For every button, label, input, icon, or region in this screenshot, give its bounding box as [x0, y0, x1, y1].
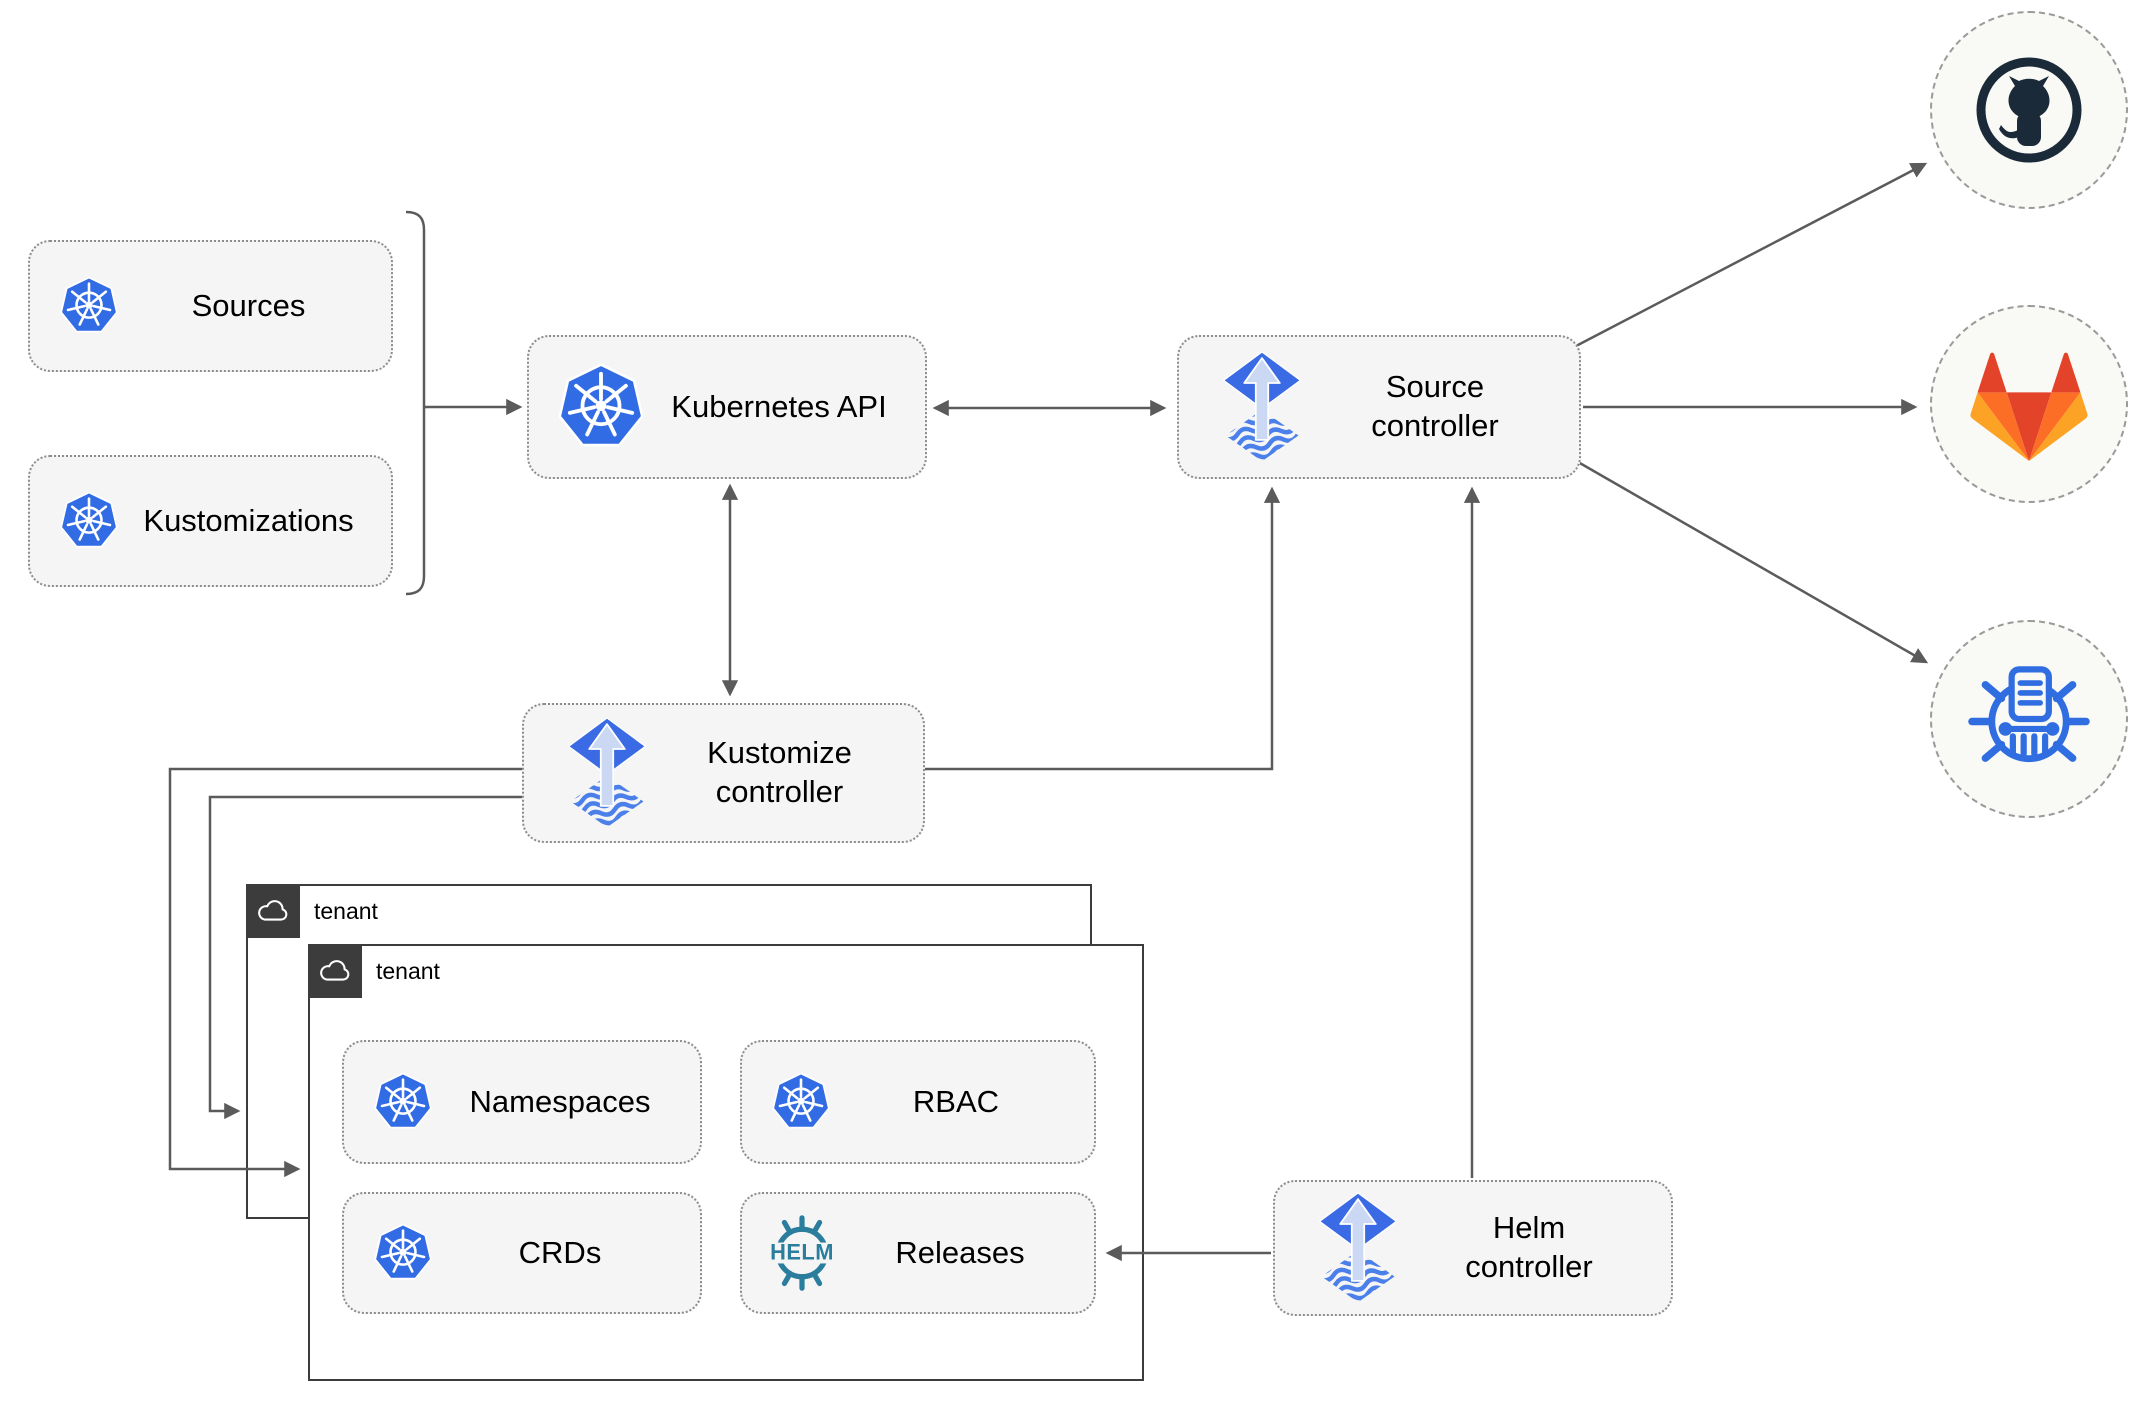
node-crds: CRDs: [342, 1192, 702, 1314]
gitlab-icon: [1970, 352, 2088, 461]
flux-icon: [1219, 351, 1305, 463]
kubernetes-icon: [770, 1071, 832, 1133]
node-source-controller-label: Source controller: [1371, 369, 1499, 443]
node-kustomizations-label: Kustomizations: [143, 502, 354, 538]
chartmuseum-icon: [1968, 666, 2090, 763]
node-helm-controller: Helm controller: [1273, 1180, 1673, 1316]
edge-source-github: [1575, 162, 1928, 348]
inner-tenant-label: tenant: [376, 957, 440, 984]
outer-tenant-tab: [246, 884, 300, 938]
node-kustomize-controller-label: Kustomize controller: [707, 735, 852, 809]
kubernetes-icon: [372, 1071, 434, 1133]
flux-icon: [1315, 1192, 1401, 1304]
kubernetes-icon: [372, 1222, 434, 1284]
endpoint-gitlab: [1930, 305, 2128, 503]
cloud-icon: [256, 899, 290, 924]
node-sources: Sources: [28, 240, 393, 372]
node-kustomizations: Kustomizations: [28, 455, 393, 587]
helm-logo-text: HELM: [770, 1240, 834, 1265]
edge-source-chartmuseum: [1577, 460, 1929, 664]
node-sources-label: Sources: [191, 287, 306, 323]
node-namespaces: Namespaces: [342, 1040, 702, 1164]
github-icon: [1976, 57, 2082, 163]
node-helm-controller-label: Helm controller: [1465, 1210, 1593, 1284]
node-kubernetes-api-label: Kubernetes API: [671, 388, 887, 424]
node-rbac-label: RBAC: [912, 1083, 1000, 1119]
cloud-icon: [318, 959, 352, 984]
node-crds-label: CRDs: [518, 1234, 602, 1270]
inner-tenant-tab: [308, 944, 362, 998]
kubernetes-icon: [555, 361, 647, 453]
node-kubernetes-api: Kubernetes API: [527, 335, 927, 479]
helm-icon: HELM: [764, 1215, 840, 1291]
flux-icon: [564, 717, 650, 829]
node-source-controller: Source controller: [1177, 335, 1581, 479]
endpoint-chartmuseum: [1930, 620, 2128, 818]
node-namespaces-label: Namespaces: [469, 1083, 651, 1119]
outer-tenant-label: tenant: [314, 897, 378, 924]
endpoint-github: [1930, 11, 2128, 209]
node-kustomize-controller: Kustomize controller: [522, 703, 925, 843]
node-releases-label: Releases: [895, 1234, 1025, 1270]
kubernetes-icon: [58, 490, 120, 552]
kubernetes-icon: [58, 275, 120, 337]
node-releases: HELM Releases: [740, 1192, 1096, 1314]
node-rbac: RBAC: [740, 1040, 1096, 1164]
edge-kustomize-source: [925, 486, 1281, 771]
edge-brace: [405, 210, 426, 596]
